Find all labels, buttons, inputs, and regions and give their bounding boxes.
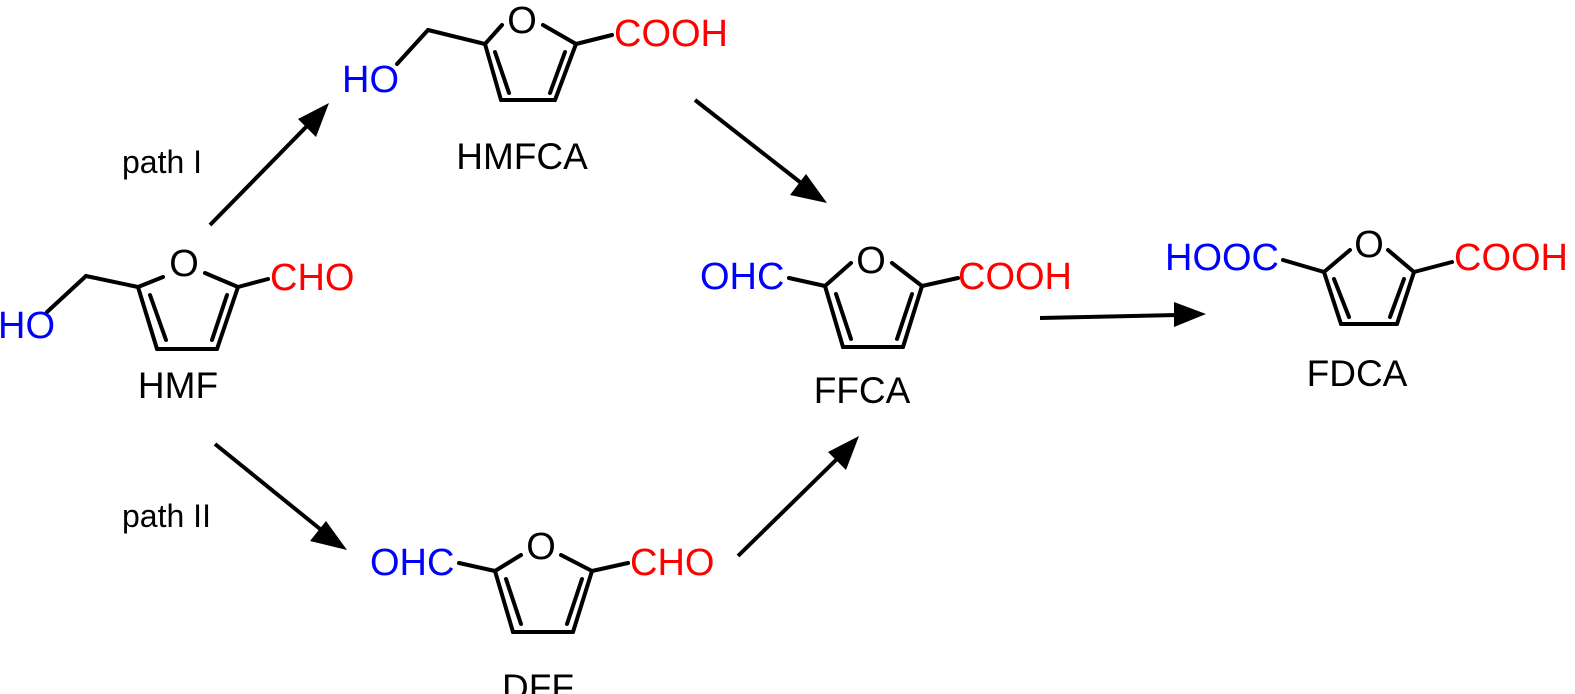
arrow-hmf-to-dff — [213, 442, 347, 550]
dff-right-aldehyde-group: CHO — [630, 542, 714, 584]
ffca-carboxyl-group: COOH — [958, 256, 1072, 298]
hmfca-hydroxyl-group: HO — [342, 59, 399, 101]
arrow-hmfca-to-ffca — [693, 98, 827, 203]
arrow-hmf-to-hmfca — [208, 103, 329, 227]
molecule-dff: O OHC CHO DFF — [370, 526, 714, 694]
dff-left-aldehyde-group: OHC — [370, 542, 454, 584]
fdca-label: FDCA — [1307, 353, 1408, 394]
ffca-ring-oxygen: O — [856, 240, 886, 282]
molecule-ffca: O OHC COOH FFCA — [700, 240, 1072, 411]
molecule-fdca: O HOOC COOH FDCA — [1165, 224, 1568, 394]
ffca-aldehyde-group: OHC — [700, 256, 784, 298]
dff-ring-oxygen: O — [526, 526, 556, 568]
fdca-right-carboxyl-group: COOH — [1454, 237, 1568, 279]
fdca-left-carboxyl-group: HOOC — [1165, 237, 1279, 279]
dff-label: DFF — [502, 667, 574, 694]
hmf-ring-oxygen: O — [169, 243, 199, 285]
arrow-ffca-to-fdca — [1039, 302, 1206, 327]
dff-bonds — [457, 553, 630, 634]
ffca-label: FFCA — [814, 370, 911, 411]
fdca-ring-oxygen: O — [1354, 224, 1384, 266]
path-1-label: path I — [122, 144, 202, 180]
hmfca-carboxyl-group: COOH — [614, 13, 728, 55]
hmfca-bonds — [395, 23, 614, 102]
hmf-aldehyde-group: CHO — [270, 257, 354, 299]
fdca-bonds — [1281, 248, 1454, 326]
hmf-bonds — [45, 271, 270, 351]
path-2-label: path II — [122, 498, 211, 534]
arrow-dff-to-ffca — [736, 436, 859, 558]
hmf-label: HMF — [138, 365, 218, 406]
molecule-hmfca: O HO COOH HMFCA — [342, 0, 728, 177]
hmfca-ring-oxygen: O — [507, 0, 537, 42]
ffca-bonds — [787, 261, 960, 349]
molecule-hmf: O HO CHO HMF — [0, 243, 354, 406]
hmf-hydroxyl-group: HO — [0, 305, 55, 347]
hmfca-label: HMFCA — [456, 136, 588, 177]
